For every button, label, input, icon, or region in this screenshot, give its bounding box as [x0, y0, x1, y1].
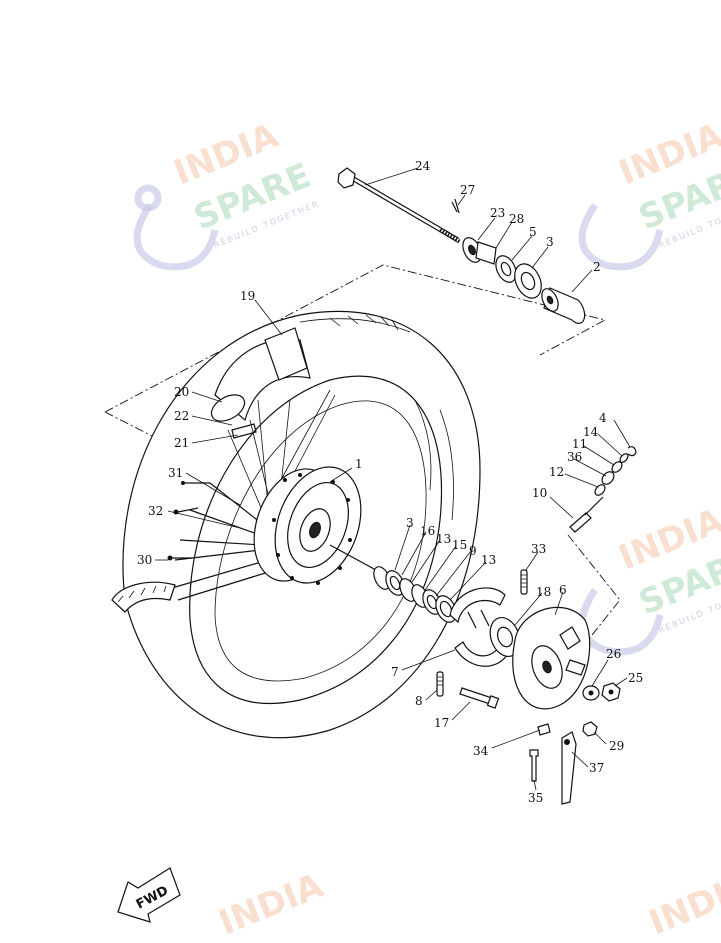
watermark-upper-right: INDIA SPARE REBUILD TOGETHER — [578, 115, 721, 271]
leader-lines — [155, 167, 631, 791]
wrench-head-icon — [134, 184, 162, 212]
watermark-brand-line-1: INDIA — [213, 865, 329, 943]
callout-36: 32 — [148, 504, 163, 518]
callout-1: 1 — [355, 457, 363, 471]
callout-23: 20 — [174, 385, 189, 399]
brake-shoes — [449, 587, 521, 667]
callout-30: 27 — [460, 183, 475, 197]
callout-5: 6 — [559, 583, 567, 597]
callout-27: 24 — [415, 159, 431, 173]
callout-6: 7 — [391, 665, 399, 679]
watermark-middle-right: INDIA SPARE REBUILD TOGETHER — [578, 500, 721, 656]
callout-labels: 24 27 23 28 5 3 2 19 20 22 21 31 32 30 1… — [137, 159, 643, 805]
watermark-upper-left: INDIA SPARE REBUILD TOGETHER — [133, 115, 321, 271]
callout-35: 31 — [168, 466, 183, 480]
rim-lip — [111, 581, 176, 613]
wheel-hub — [253, 466, 362, 585]
callout-25: 22 — [174, 409, 189, 423]
callout-3-lower: 3 — [406, 516, 414, 530]
callout-34: 30 — [137, 553, 152, 567]
watermark-bottom: INDIA INDIA — [213, 865, 721, 943]
callout-14: 15 — [452, 538, 467, 552]
callout-28: 25 — [628, 671, 643, 685]
callout-24: 21 — [174, 436, 189, 450]
callout-32: 4 — [599, 411, 607, 425]
callout-31: 28 — [509, 212, 524, 226]
callout-19: 17 — [434, 716, 449, 730]
callout-11: 11 — [572, 437, 587, 451]
wrench-logo-icon — [578, 588, 664, 656]
assembly-boundary-line — [104, 411, 161, 441]
brake-rod-adjuster — [569, 446, 637, 533]
callout-2: 2 — [593, 260, 601, 274]
callout-20: 18 — [536, 585, 551, 599]
callout-10: 10 — [532, 486, 547, 500]
callout-16: 37 — [589, 761, 604, 775]
callout-26: 23 — [490, 206, 505, 220]
callout-13-b: 13 — [481, 553, 496, 567]
callout-9: 36 — [567, 450, 582, 464]
axle-assembly — [337, 167, 586, 324]
spoke-nipples — [167, 481, 210, 561]
callout-8: 9 — [469, 544, 477, 558]
callout-15: 16 — [420, 524, 435, 538]
callout-37: 33 — [531, 542, 546, 556]
fwd-direction-marker: FWD — [117, 867, 181, 923]
bearing-stack — [373, 566, 457, 623]
callout-3-upper: 3 — [546, 235, 554, 249]
callout-17: 35 — [528, 791, 543, 805]
callout-18: 29 — [609, 739, 624, 753]
callout-22: 19 — [240, 289, 255, 303]
wrench-logo-icon — [578, 203, 664, 271]
callout-13-a: 13 — [436, 532, 451, 546]
callout-21: 34 — [473, 744, 489, 758]
wrench-logo-icon — [133, 203, 219, 271]
callout-33: 14 — [583, 425, 599, 439]
watermark-brand-line-1: INDIA — [643, 865, 721, 943]
callout-29: 26 — [606, 647, 621, 661]
callout-7: 8 — [415, 694, 423, 708]
small-parts — [436, 569, 621, 805]
brake-panel — [512, 606, 591, 710]
callout-12: 12 — [549, 465, 564, 479]
callout-4: 5 — [529, 225, 537, 239]
